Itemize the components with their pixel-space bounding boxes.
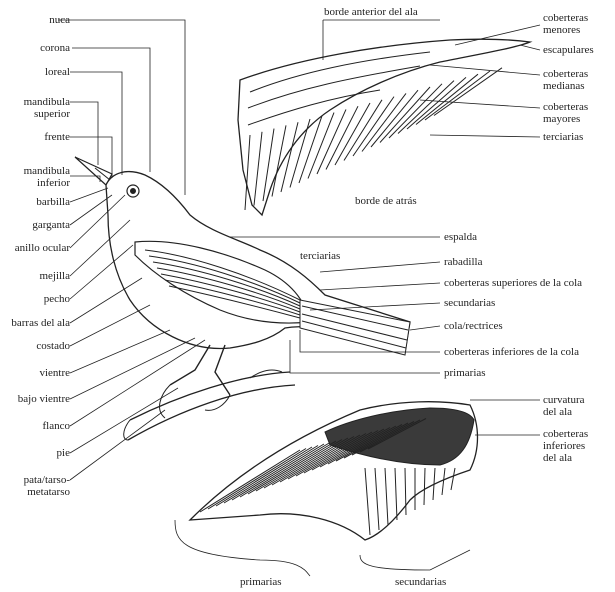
label-frente: frente xyxy=(8,131,70,143)
label-pata-tarso: pata/tarso- metatarso xyxy=(0,474,70,498)
lower-wing-drawing xyxy=(190,402,478,540)
upper-wing-feather xyxy=(263,129,274,201)
label-borde-de-atras: borde de atrás xyxy=(355,195,417,207)
label-anillo-ocular: anillo ocular xyxy=(0,242,70,254)
label-coberteras-inferiores-ala: coberteras inferiores del ala xyxy=(543,428,588,464)
upper-wing-feather xyxy=(326,106,358,169)
label-cola-rectrices: cola/rectrices xyxy=(444,320,503,332)
label-terciarias-body: terciarias xyxy=(300,250,340,262)
label-secundarias-bottom: secundarias xyxy=(395,576,446,588)
upper-wing-feather xyxy=(254,132,262,206)
label-garganta: garganta xyxy=(8,219,70,231)
label-curvatura: curvatura del ala xyxy=(543,394,585,418)
label-flanco: flanco xyxy=(8,420,70,432)
label-rabadilla: rabadilla xyxy=(444,256,482,268)
upper-wing-feather xyxy=(416,74,478,124)
upper-wing-feather xyxy=(272,125,286,196)
upper-wing-feather xyxy=(362,93,406,151)
upper-wing-feather xyxy=(371,90,418,147)
label-costado: costado xyxy=(8,340,70,352)
label-pie: pie xyxy=(8,447,70,459)
label-secundarias-body: secundarias xyxy=(444,297,495,309)
upper-wing-feather xyxy=(281,122,298,192)
label-coberteras-inferiores-cola: coberteras inferiores de la cola xyxy=(444,346,579,358)
upper-wing-feather xyxy=(425,71,490,120)
upper-wing-feather xyxy=(389,84,442,138)
label-primarias-bottom: primarias xyxy=(240,576,282,588)
label-coberteras-medianas: coberteras medianas xyxy=(543,68,588,92)
label-primarias-body: primarias xyxy=(444,367,486,379)
label-vientre: vientre xyxy=(8,367,70,379)
label-mandibula-inferior: mandibula inferior xyxy=(8,165,70,189)
label-escapulares: escapulares xyxy=(543,44,594,56)
upper-wing-feather xyxy=(335,103,370,165)
label-mejilla: mejilla xyxy=(8,270,70,282)
label-terciarias-top: terciarias xyxy=(543,131,583,143)
label-corona: corona xyxy=(8,42,70,54)
label-espalda: espalda xyxy=(444,231,477,243)
upper-wing-feather xyxy=(434,68,502,116)
label-coberteras-mayores: coberteras mayores xyxy=(543,101,588,125)
label-pecho: pecho xyxy=(8,293,70,305)
label-coberteras-menores: coberteras menores xyxy=(543,12,588,36)
upper-wing-drawing xyxy=(238,39,530,215)
label-bajo-vientre: bajo vientre xyxy=(0,393,70,405)
label-nuca: nuca xyxy=(8,14,70,26)
label-barbilla: barbilla xyxy=(8,196,70,208)
label-loreal: loreal xyxy=(8,66,70,78)
label-mandibula-superior: mandibula superior xyxy=(8,96,70,120)
label-borde-anterior: borde anterior del ala xyxy=(324,6,418,18)
upper-wing-feather xyxy=(245,135,250,210)
upper-wing-feather xyxy=(344,100,382,161)
upper-wing-feather xyxy=(290,119,310,188)
label-barras-del-ala: barras del ala xyxy=(0,317,70,329)
label-coberteras-superiores-cola: coberteras superiores de la cola xyxy=(444,277,582,289)
